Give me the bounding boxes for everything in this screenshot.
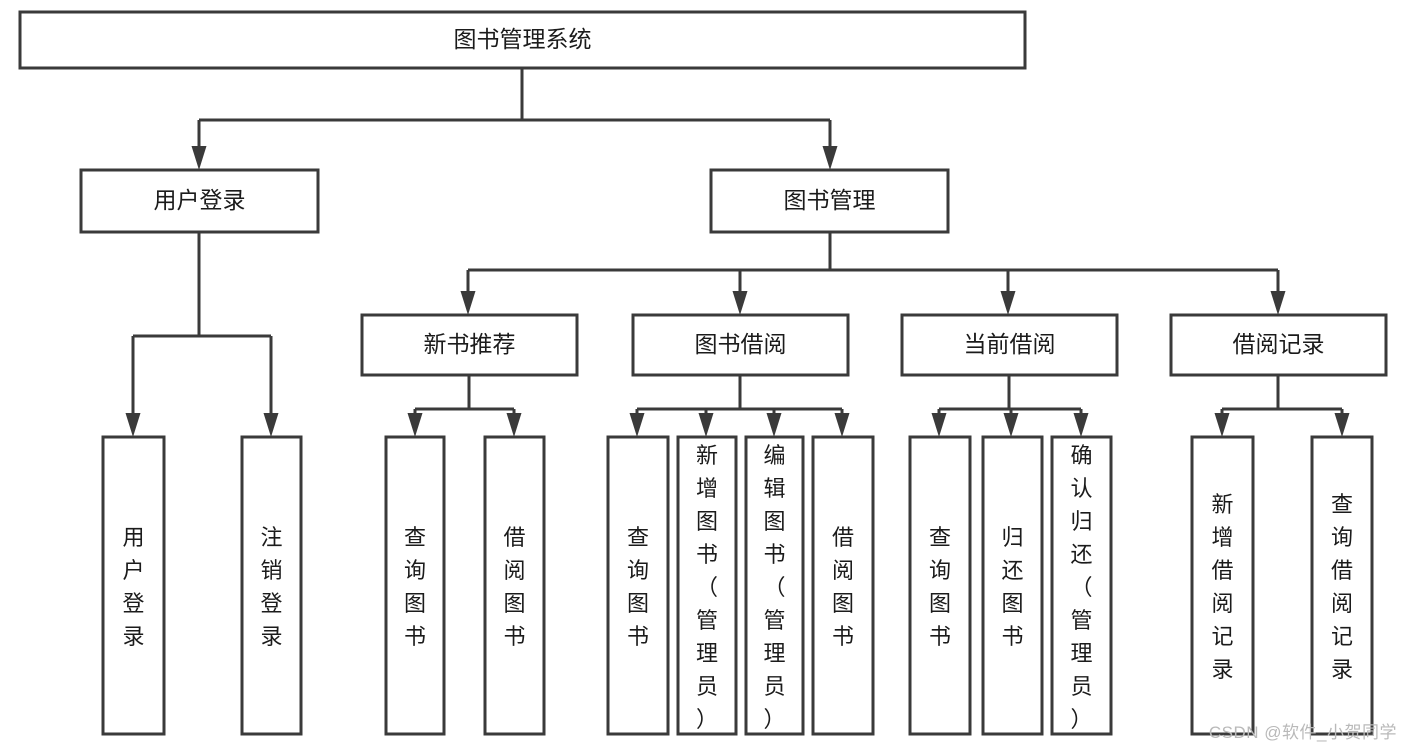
node-leaf-5[interactable]: 新增图书（管理员） [676, 435, 738, 736]
node-level2-0-rect[interactable] [79, 168, 320, 234]
node-leaf-3-label: 借阅图书 [503, 525, 525, 649]
node-level3-3[interactable]: 借阅记录 [1169, 313, 1388, 377]
node-leaf-4-label: 查询图书 [627, 525, 649, 649]
arrow-head-icon [191, 146, 207, 170]
node-leaf-7-label: 借阅图书 [832, 525, 854, 649]
node-leaf-1-label: 注销登录 [260, 525, 282, 649]
node-leaf-6[interactable]: 编辑图书（管理员） [744, 435, 805, 736]
node-leaf-0[interactable]: 用户登录 [101, 435, 166, 736]
node-leaf-11-rect[interactable] [1190, 435, 1255, 736]
arrow-head-icon [732, 291, 748, 315]
arrow-head-icon [263, 413, 279, 437]
arrow-head-icon [698, 413, 714, 437]
node-leaf-12[interactable]: 查询借阅记录 [1310, 435, 1374, 736]
node-leaf-6-label: 编辑图书（管理员） [763, 443, 785, 732]
watermark-label: CSDN @软件_小贺同学 [1208, 723, 1397, 742]
arrow-head-icon [460, 291, 476, 315]
node-leaf-8[interactable]: 查询图书 [908, 435, 972, 736]
node-leaf-10-label: 确认归还（管理员） [1070, 443, 1092, 732]
node-leaf-9-label: 归还图书 [1001, 525, 1023, 649]
node-level3-3-rect[interactable] [1169, 313, 1388, 377]
node-level2-1-rect[interactable] [709, 168, 950, 234]
node-level3-0-label: 新书推荐 [424, 331, 516, 357]
node-leaf-5-label: 新增图书（管理员） [696, 443, 718, 732]
arrow-head-icon [1334, 413, 1350, 437]
node-leaf-0-rect[interactable] [101, 435, 166, 736]
node-leaf-9-rect[interactable] [981, 435, 1044, 736]
arrow-head-icon [834, 413, 850, 437]
node-leaf-0-label: 用户登录 [122, 525, 144, 649]
node-level3-1[interactable]: 图书借阅 [631, 313, 850, 377]
arrow-head-icon [506, 413, 522, 437]
arrow-head-icon [1000, 291, 1016, 315]
node-level2-0-label: 用户登录 [154, 187, 246, 213]
node-leaf-11[interactable]: 新增借阅记录 [1190, 435, 1255, 736]
node-leaf-7[interactable]: 借阅图书 [811, 435, 875, 736]
node-leaf-3[interactable]: 借阅图书 [483, 435, 546, 736]
node-root-图书管理系统[interactable]: 图书管理系统 [18, 10, 1027, 70]
node-level2-1-label: 图书管理 [784, 187, 876, 213]
arrow-head-icon [1073, 413, 1089, 437]
node-leaf-10-rect[interactable] [1050, 435, 1113, 736]
node-leaf-9[interactable]: 归还图书 [981, 435, 1044, 736]
node-leaf-12-rect[interactable] [1310, 435, 1374, 736]
arrow-head-icon [629, 413, 645, 437]
arrow-head-icon [1214, 413, 1230, 437]
node-leaf-2-label: 查询图书 [404, 525, 426, 649]
node-leaf-7-rect[interactable] [811, 435, 875, 736]
node-layer: 图书管理系统用户登录图书管理新书推荐图书借阅当前借阅借阅记录用户登录注销登录查询… [18, 10, 1388, 736]
node-leaf-1-rect[interactable] [240, 435, 303, 736]
connector-layer [125, 68, 1350, 437]
node-leaf-4-rect[interactable] [606, 435, 670, 736]
node-leaf-12-label: 查询借阅记录 [1331, 492, 1353, 682]
node-leaf-3-rect[interactable] [483, 435, 546, 736]
arrow-head-icon [766, 413, 782, 437]
node-level3-2-rect[interactable] [900, 313, 1119, 377]
node-leaf-2-rect[interactable] [384, 435, 446, 736]
node-leaf-1[interactable]: 注销登录 [240, 435, 303, 736]
node-leaf-2[interactable]: 查询图书 [384, 435, 446, 736]
node-level3-0-rect[interactable] [360, 313, 579, 377]
node-root-图书管理系统-label: 图书管理系统 [454, 26, 592, 52]
node-level3-2[interactable]: 当前借阅 [900, 313, 1119, 377]
arrow-head-icon [407, 413, 423, 437]
arrow-head-icon [1270, 291, 1286, 315]
node-level3-1-rect[interactable] [631, 313, 850, 377]
arrow-head-icon [125, 413, 141, 437]
node-leaf-8-label: 查询图书 [929, 525, 951, 649]
node-root-图书管理系统-rect[interactable] [18, 10, 1027, 70]
node-leaf-11-label: 新增借阅记录 [1211, 492, 1233, 682]
node-level3-1-label: 图书借阅 [695, 331, 787, 357]
arrow-head-icon [931, 413, 947, 437]
node-leaf-5-rect[interactable] [676, 435, 738, 736]
node-leaf-6-rect[interactable] [744, 435, 805, 736]
node-level3-0[interactable]: 新书推荐 [360, 313, 579, 377]
node-level3-2-label: 当前借阅 [964, 331, 1056, 357]
node-level2-1[interactable]: 图书管理 [709, 168, 950, 234]
node-level3-3-label: 借阅记录 [1233, 331, 1325, 357]
node-leaf-8-rect[interactable] [908, 435, 972, 736]
node-leaf-10[interactable]: 确认归还（管理员） [1050, 435, 1113, 736]
arrow-head-icon [822, 146, 838, 170]
node-level2-0[interactable]: 用户登录 [79, 168, 320, 234]
node-leaf-4[interactable]: 查询图书 [606, 435, 670, 736]
arrow-head-icon [1003, 413, 1019, 437]
